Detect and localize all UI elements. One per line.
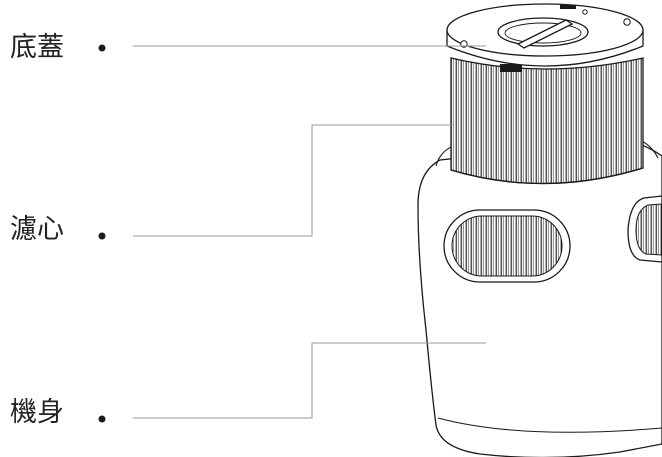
filter-pleated-wall — [451, 58, 643, 184]
callout-body: 機身 — [10, 397, 106, 428]
callout-filter-label: 濾心 — [10, 214, 64, 245]
purifier-body — [418, 140, 662, 457]
body-housing — [418, 140, 662, 457]
callout-cap: 底蓋 — [10, 32, 106, 63]
filter-cartridge — [451, 58, 643, 184]
callout-body-label: 機身 — [10, 397, 64, 428]
callout-filter-dot — [99, 233, 106, 240]
bottom-cap — [447, 4, 643, 66]
front-air-grille — [444, 210, 570, 282]
callout-labels: 底蓋 濾心 機身 — [10, 32, 106, 428]
callout-cap-dot — [99, 45, 106, 52]
callout-filter: 濾心 — [10, 214, 106, 245]
cap-screw-hole-back — [583, 10, 587, 14]
callout-body-dot — [99, 416, 106, 423]
callout-cap-label: 底蓋 — [10, 32, 64, 63]
side-grille-mesh — [636, 204, 662, 255]
leader-line-filter — [133, 125, 453, 236]
front-grille-mesh — [452, 216, 562, 276]
cap-screw-hole-right — [624, 19, 630, 25]
cap-marking — [560, 5, 576, 9]
